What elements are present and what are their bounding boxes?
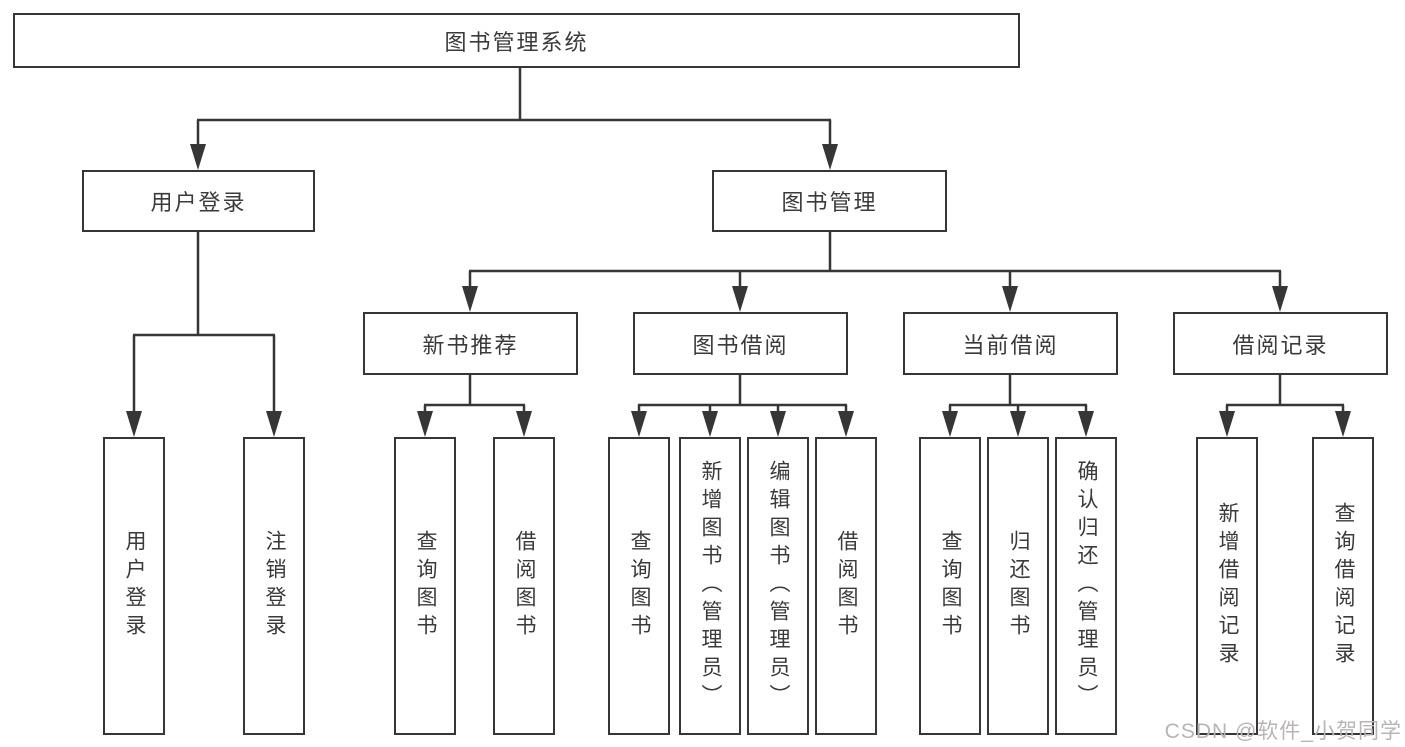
node-leaf-query-borrow-record: 查询借阅记录 [1312, 437, 1374, 735]
node-new-book-recommend: 新书推荐 [363, 312, 578, 375]
node-leaf-query-books-3: 查询图书 [919, 437, 981, 735]
csdn-watermark: CSDN @软件_小贺同学 [1164, 720, 1402, 743]
node-leaf-add-books-admin: 新增图书（管理员） [679, 437, 741, 735]
node-user-login: 用户登录 [82, 170, 315, 232]
node-leaf-edit-books-admin-label: 编辑图书（管理员） [767, 460, 790, 712]
node-current-borrowing-label: 当前借阅 [962, 332, 1059, 358]
node-leaf-query-books-2: 查询图书 [608, 437, 670, 735]
connector-book-management [462, 232, 1288, 312]
node-leaf-query-books-3-label: 查询图书 [939, 530, 962, 642]
node-leaf-borrow-books-1: 借阅图书 [493, 437, 555, 735]
connector-new-book [417, 375, 532, 437]
node-book-borrowing: 图书借阅 [633, 312, 848, 375]
node-leaf-add-books-admin-label: 新增图书（管理员） [699, 460, 722, 712]
node-leaf-add-borrow-record: 新增借阅记录 [1196, 437, 1258, 735]
node-borrowing-records: 借阅记录 [1173, 312, 1388, 375]
node-leaf-user-login: 用户登录 [103, 437, 165, 735]
node-leaf-edit-books-admin: 编辑图书（管理员） [747, 437, 809, 735]
node-user-login-label: 用户登录 [150, 190, 247, 215]
node-book-management-label: 图书管理 [781, 190, 878, 215]
node-leaf-logout: 注销登录 [243, 437, 305, 735]
node-current-borrowing: 当前借阅 [903, 312, 1118, 375]
node-leaf-query-borrow-record-label: 查询借阅记录 [1332, 502, 1355, 670]
connector-book-borrowing [631, 375, 854, 437]
node-leaf-add-borrow-record-label: 新增借阅记录 [1216, 502, 1239, 670]
connector-borrowing-records [1219, 375, 1351, 437]
connector-root [190, 68, 838, 170]
node-leaf-query-books-2-label: 查询图书 [628, 530, 651, 642]
node-leaf-return-books-label: 归还图书 [1007, 530, 1030, 642]
node-leaf-logout-label: 注销登录 [263, 530, 286, 642]
node-new-book-recommend-label: 新书推荐 [422, 332, 519, 358]
connector-user-login [126, 232, 282, 437]
connector-current-borrowing [942, 375, 1094, 437]
node-book-borrowing-label: 图书借阅 [692, 332, 789, 358]
node-leaf-query-books-1: 查询图书 [394, 437, 456, 735]
node-leaf-borrow-books-2-label: 借阅图书 [835, 530, 858, 642]
node-root: 图书管理系统 [13, 13, 1020, 68]
node-leaf-confirm-return-admin: 确认归还（管理员） [1055, 437, 1117, 735]
node-borrowing-records-label: 借阅记录 [1232, 332, 1329, 358]
node-leaf-query-books-1-label: 查询图书 [414, 530, 437, 642]
node-book-management: 图书管理 [712, 170, 947, 232]
node-leaf-borrow-books-2: 借阅图书 [815, 437, 877, 735]
node-leaf-user-login-label: 用户登录 [123, 530, 146, 642]
node-root-label: 图书管理系统 [444, 29, 589, 55]
node-leaf-return-books: 归还图书 [987, 437, 1049, 735]
node-leaf-confirm-return-admin-label: 确认归还（管理员） [1075, 460, 1098, 712]
node-leaf-borrow-books-1-label: 借阅图书 [513, 530, 536, 642]
